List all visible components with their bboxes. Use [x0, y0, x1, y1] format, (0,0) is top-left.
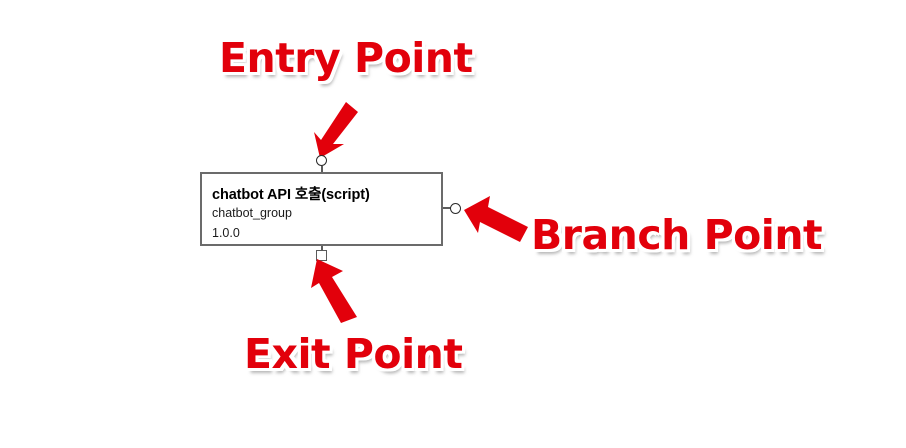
- exit-connector-stem: [321, 244, 323, 251]
- annotation-label-exit: Exit Point: [244, 330, 463, 378]
- branch-connector-circle-icon[interactable]: [450, 203, 461, 214]
- node-title: chatbot API 호출(script): [212, 187, 370, 203]
- arrow-up-left-icon: [464, 196, 528, 242]
- node-version: 1.0.0: [212, 226, 240, 240]
- entry-connector-stem: [321, 166, 323, 173]
- exit-connector-square-icon[interactable]: [316, 250, 327, 261]
- branch-connector-stem: [443, 207, 451, 209]
- annotation-label-entry: Entry Point: [219, 34, 473, 82]
- node-chatbot-api[interactable]: chatbot API 호출(script) chatbot_group 1.0…: [200, 172, 443, 246]
- node-group-name: chatbot_group: [212, 206, 292, 220]
- annotation-label-branch: Branch Point: [531, 211, 823, 259]
- entry-connector-circle-icon[interactable]: [316, 155, 327, 166]
- arrow-up-left-icon: [311, 259, 357, 323]
- arrow-down-left-icon: [314, 102, 358, 158]
